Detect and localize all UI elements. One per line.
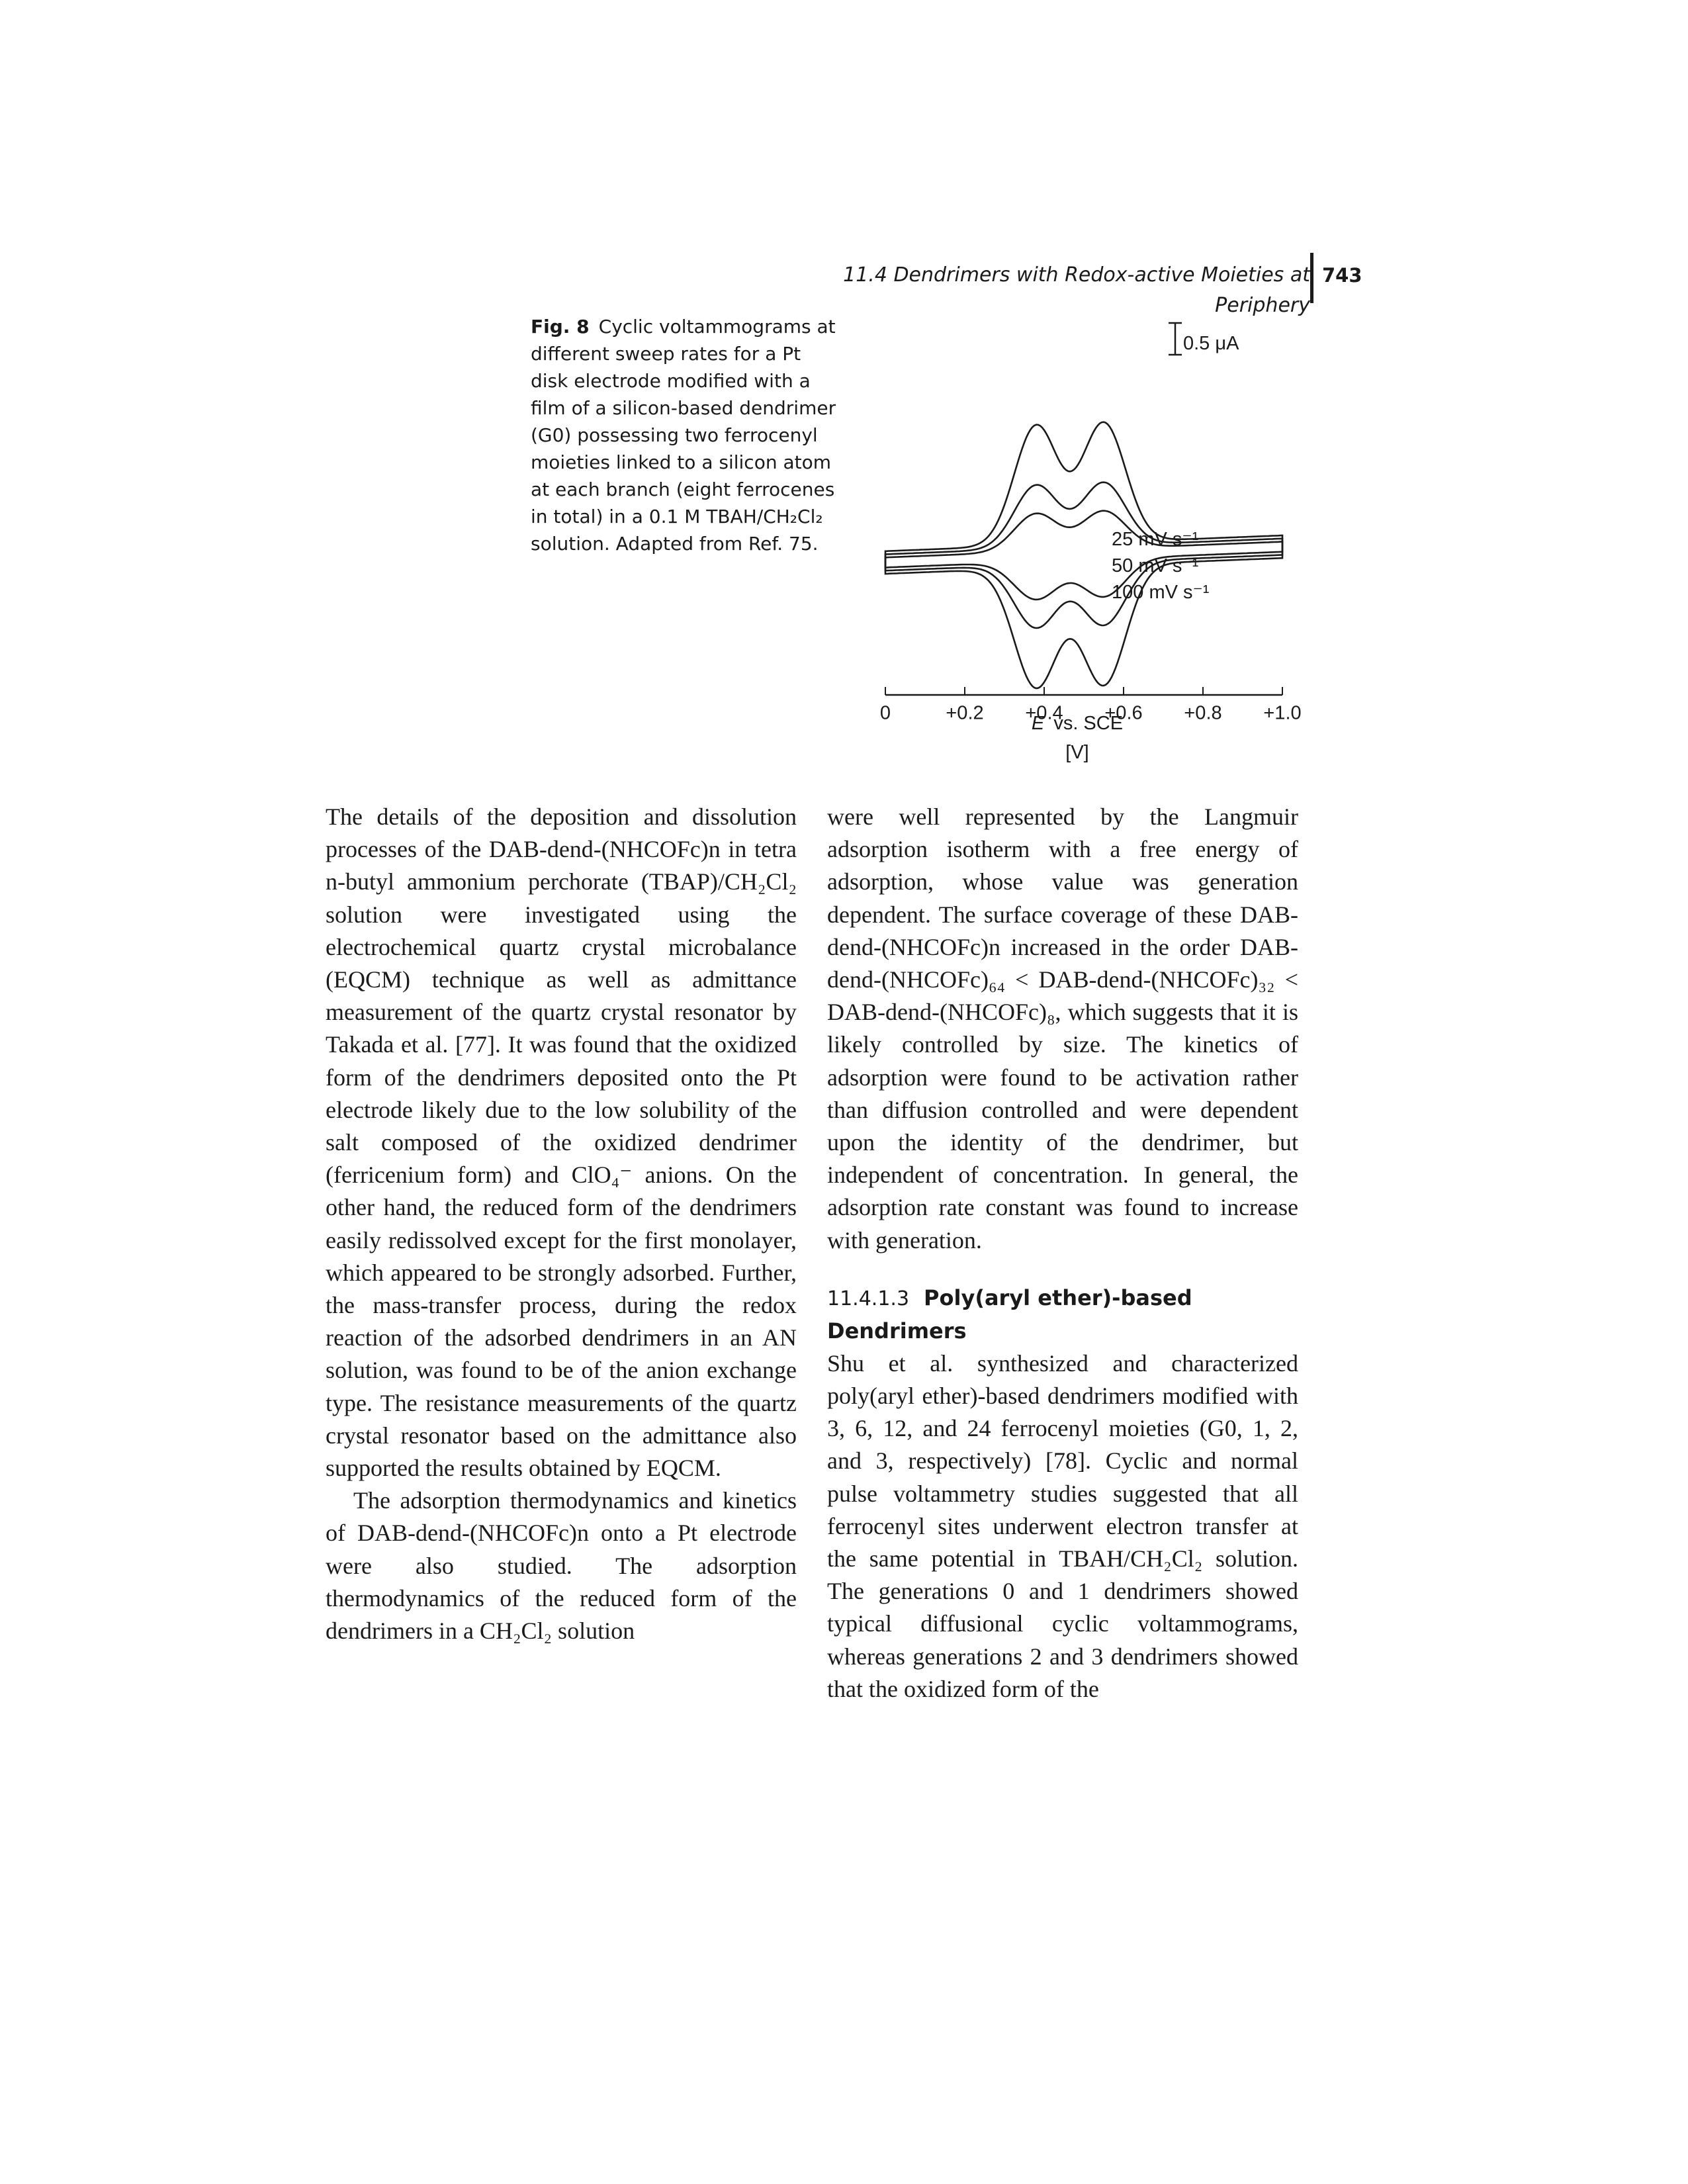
cv-curve [884, 510, 1284, 601]
right-column: were well represented by the Langmuir ad… [827, 801, 1298, 1706]
x-axis-label: E vs. SCE [1032, 713, 1123, 734]
left-paragraph-1: The details of the deposition and dissol… [326, 803, 797, 1482]
left-column: The details of the deposition and dissol… [326, 801, 797, 1647]
legend: 25 mV s⁻¹ 50 mV s⁻¹ 100 mV s⁻¹ [1112, 529, 1210, 603]
section-number: 11.4.1.3 [827, 1287, 910, 1310]
x-tick-label: +1.0 [1263, 702, 1301, 723]
section-title: Poly(aryl ether)-based Dendrimers [827, 1285, 1192, 1343]
cv-curves [884, 421, 1284, 690]
x-tick-label: 0 [880, 702, 891, 723]
cyclic-voltammogram-figure: 0.5 μA 25 mV s⁻¹ 50 mV s⁻¹ 100 mV s⁻¹ 0 +0.… [852, 296, 1315, 773]
running-head: 11.4 Dendrimers with Redox-active Moieti… [768, 260, 1310, 317]
left-paragraph-2: The adsorption thermodynamics and kineti… [326, 1487, 797, 1645]
x-axis: 0 +0.2 +0.4 +0.6 +0.8 +1.0 [880, 687, 1302, 723]
x-axis-unit: [V] [1065, 742, 1088, 763]
caption-text: Cyclic voltammograms at different sweep … [531, 316, 836, 555]
page-number: 743 [1322, 264, 1362, 287]
legend-entry: 100 mV s⁻¹ [1112, 582, 1210, 603]
cv-curve [884, 421, 1284, 690]
x-tick-label: +0.4 [1025, 702, 1063, 723]
right-paragraph-2: Shu et al. synthesized and characterized… [827, 1349, 1298, 1702]
x-tick-label: +0.2 [946, 702, 983, 723]
x-tick-label: +0.8 [1184, 702, 1222, 723]
running-title: 11.4 Dendrimers with Redox-active Moieti… [843, 263, 1310, 317]
legend-entry: 50 mV s⁻¹ [1112, 555, 1199, 576]
scale-bar: 0.5 μA [1169, 322, 1239, 356]
x-tick-label: +0.6 [1104, 702, 1142, 723]
header-rule [1310, 253, 1313, 303]
cv-plot: 0.5 μA 25 mV s⁻¹ 50 mV s⁻¹ 100 mV s⁻¹ 0 +0.… [880, 322, 1302, 763]
legend-entry: 25 mV s⁻¹ [1112, 529, 1199, 550]
figure-label: Fig. 8 [531, 316, 590, 338]
right-paragraph-1: were well represented by the Langmuir ad… [827, 803, 1298, 1253]
scale-bar-label: 0.5 μA [1183, 333, 1239, 354]
